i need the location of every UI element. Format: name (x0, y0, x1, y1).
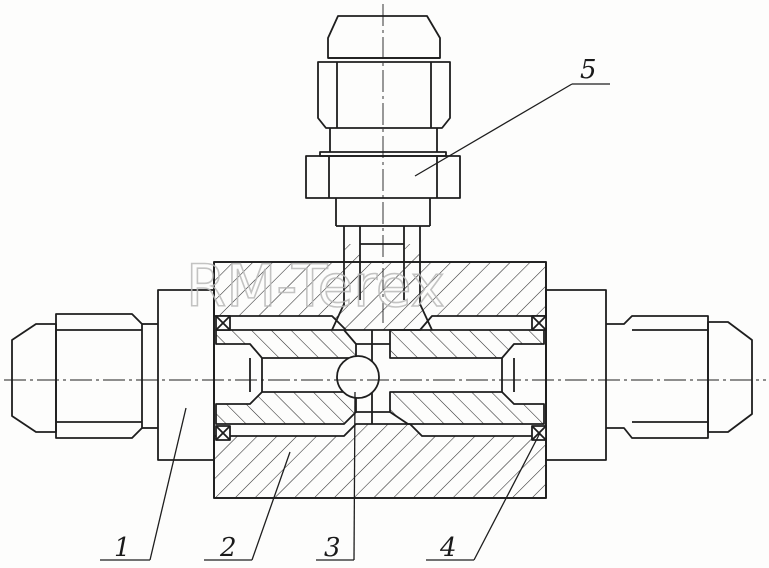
center-lines (4, 4, 766, 381)
part-number-1: 1 (114, 533, 131, 563)
right-fitting (606, 315, 753, 439)
left-fitting (11, 313, 158, 439)
check-ball (336, 355, 380, 399)
watermark-text: RM-Terex (186, 252, 445, 320)
valve-body (157, 261, 607, 499)
part-number-4: 4 (439, 533, 457, 563)
o-rings (215, 315, 547, 441)
part-number-3: 3 (324, 533, 341, 563)
part-number-2: 2 (219, 533, 237, 563)
part-number-5: 5 (580, 55, 597, 85)
leader-lines (100, 83, 610, 561)
